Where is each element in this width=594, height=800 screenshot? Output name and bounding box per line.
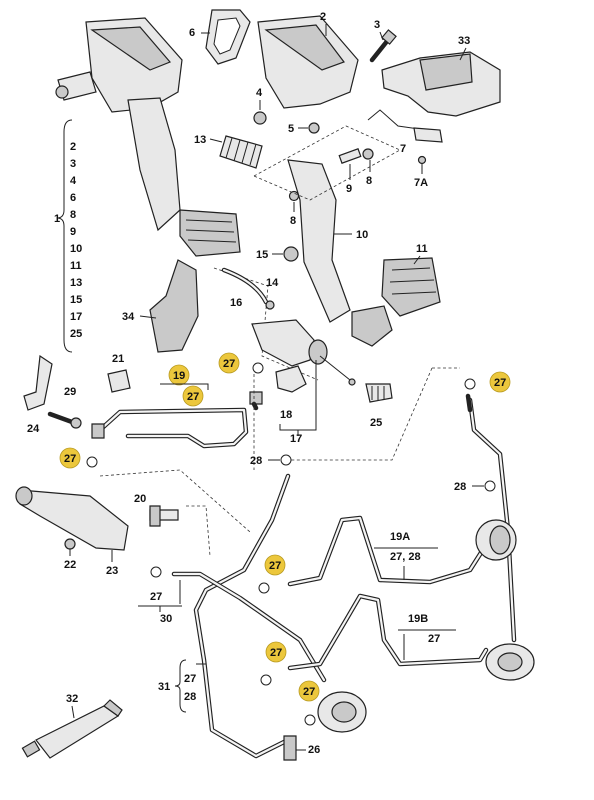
callout-16: 16	[230, 297, 242, 309]
callout-27-hl-c: 27	[64, 453, 76, 465]
callout-5: 5	[288, 123, 294, 135]
callout-28-a: 28	[250, 455, 262, 467]
group-1-item: 6	[70, 192, 76, 204]
slave-cylinders	[317, 519, 535, 733]
group-1-item: 17	[70, 311, 82, 323]
right-pipe-run	[465, 393, 517, 643]
group-1-item: 13	[70, 277, 82, 289]
callout-27-hl-f: 27	[303, 686, 315, 698]
callout-2: 2	[320, 11, 326, 23]
part-15-stop: 15	[256, 246, 299, 262]
callout-23: 23	[106, 565, 118, 577]
group-1-bracket: 1 2 3 4 6 8 9 10 11 13 15 17 25	[54, 119, 82, 353]
callout-19-27: 27	[187, 391, 199, 403]
group-1-item: 2	[70, 141, 76, 153]
callout-30: 30	[160, 613, 172, 625]
parts-14-16-hose: 14 16	[221, 267, 279, 310]
part-13-spring: 13	[194, 134, 263, 169]
brake-pedal-assembly	[257, 15, 441, 347]
callout-27-hl-b: 27	[494, 377, 506, 389]
clutch-pedal-assembly	[55, 17, 241, 257]
part-28-seals: 28 28	[250, 454, 496, 493]
callout-18: 18	[280, 409, 292, 421]
group-1-part-list: 2 3 4 6 8 9 10 11 13 15 17 25	[70, 141, 82, 340]
group-1-item: 25	[70, 328, 82, 340]
callout-27-hl-a: 27	[223, 358, 235, 370]
parts-20-22-23-cylinder: 20 23 22	[15, 486, 179, 577]
part-19a-pipe: 19A 27, 28	[287, 515, 487, 587]
callout-7: 7	[400, 143, 406, 155]
callout-29: 29	[64, 386, 76, 398]
callout-32: 32	[66, 693, 78, 705]
group-1-item: 11	[70, 260, 82, 272]
callout-6: 6	[189, 27, 195, 39]
part-7-switch: 7 7A	[367, 109, 443, 189]
callout-4: 4	[256, 87, 263, 99]
callout-13: 13	[194, 134, 206, 146]
group-1-item: 10	[70, 243, 82, 255]
group-1-item: 3	[70, 158, 76, 170]
part-33-bracket: 33	[381, 35, 501, 117]
parts-8-9-bushings: 9 8 8	[288, 148, 374, 227]
group-1-item: 9	[70, 226, 76, 238]
callout-30-27: 27	[150, 591, 162, 603]
callout-1: 1	[54, 213, 60, 225]
callout-7a: 7A	[414, 177, 428, 189]
callout-31: 31	[158, 681, 170, 693]
callout-25: 25	[370, 417, 382, 429]
callout-14: 14	[266, 277, 279, 289]
callout-21: 21	[112, 353, 124, 365]
part-19-brake-pipe: 19 27	[91, 364, 263, 449]
part-34-plate: 34	[122, 259, 199, 353]
callout-19a-27-28: 27, 28	[390, 551, 421, 563]
callout-9: 9	[346, 183, 352, 195]
callout-31-group: 31 27 28	[158, 659, 206, 713]
part-24-bracket: 24 29	[23, 354, 82, 435]
callout-31-28: 28	[184, 691, 196, 703]
part-17-master-cylinder: 18 25 17	[251, 319, 393, 445]
part-32-grease-tube: 32	[21, 693, 123, 759]
callout-31-27: 27	[184, 673, 196, 685]
callout-11: 11	[416, 243, 428, 255]
callout-17: 17	[290, 433, 302, 445]
callout-8-left: 8	[290, 215, 296, 227]
part-21-clip: 21	[107, 353, 131, 393]
callout-27-hl-d: 27	[269, 560, 281, 572]
callout-19: 19	[173, 370, 185, 382]
callout-19b-27: 27	[428, 633, 440, 645]
callout-19a: 19A	[390, 531, 410, 543]
part-3-bolt: 3	[369, 19, 397, 63]
part-19b-pipe: 19B 27	[287, 593, 489, 671]
parts-4-5-nuts: 4 5	[253, 87, 320, 135]
part-26-bleed: 26	[283, 735, 320, 761]
callout-28-b: 28	[454, 481, 466, 493]
callout-20: 20	[134, 493, 146, 505]
callout-19b: 19B	[408, 613, 428, 625]
group-1-item: 8	[70, 209, 76, 221]
highlighted-27-callouts: 27 27 27 27 27 27	[59, 352, 511, 726]
callout-30-group: 27 30	[138, 566, 182, 625]
callout-24: 24	[27, 423, 40, 435]
callout-22: 22	[64, 559, 76, 571]
callout-27-hl-e: 27	[270, 647, 282, 659]
callout-10: 10	[356, 229, 368, 241]
group-1-item: 15	[70, 294, 82, 306]
central-pipe-run	[171, 473, 327, 759]
callout-34: 34	[122, 311, 135, 323]
callout-26: 26	[308, 744, 320, 756]
callout-15: 15	[256, 249, 268, 261]
callout-3: 3	[374, 19, 380, 31]
part-6-gasket: 6	[189, 9, 251, 65]
group-1-item: 4	[70, 175, 77, 187]
callout-33: 33	[458, 35, 470, 47]
callout-8-top: 8	[366, 175, 372, 187]
